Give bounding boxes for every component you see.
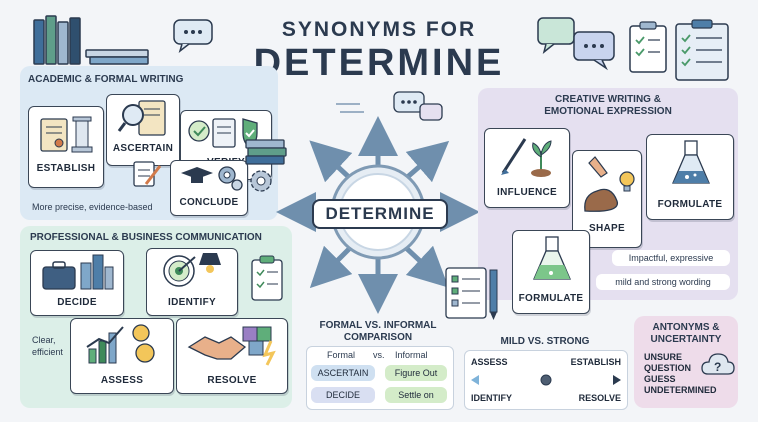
chat-bubbles-icon xyxy=(537,17,615,71)
formal-row-1: ASCERTAIN xyxy=(311,365,375,381)
card-identify[interactable]: IDENTIFY xyxy=(146,248,238,316)
professional-note-line1: Clear, xyxy=(32,335,56,345)
card-formulate-flask[interactable]: FORMULATE xyxy=(646,134,734,220)
scale-top-right: ESTABLISH xyxy=(570,357,621,367)
mild-strong-slider xyxy=(471,374,621,386)
sparkle-lines-icon xyxy=(336,103,364,113)
col-informal-header: Informal xyxy=(395,350,428,360)
creative-note-1: Impactful, expressive xyxy=(612,250,730,266)
gear-icon xyxy=(250,170,272,192)
svg-text:?: ? xyxy=(714,360,721,374)
formal-informal-heading-line1: FORMAL VS. INFORMAL xyxy=(319,320,437,331)
antonym-item: UNSURE xyxy=(644,352,683,362)
antonyms-heading: ANTONYMS & UNCERTAINTY xyxy=(634,322,738,346)
card-formulate-green[interactable]: FORMULATE xyxy=(512,230,590,314)
professional-note-line2: efficient xyxy=(32,347,63,357)
green-flask-icon xyxy=(533,236,571,280)
card-influence-label: INFLUENCE xyxy=(497,187,557,198)
card-ascertain-label: ASCERTAIN xyxy=(112,143,174,154)
col-vs: vs. xyxy=(373,350,385,360)
formal-informal-table: Formal vs. Informal ASCERTAIN Figure Out… xyxy=(306,346,454,410)
card-conclude-label: CONCLUDE xyxy=(179,197,239,208)
card-influence[interactable]: INFLUENCE xyxy=(484,128,570,208)
graduation-cap-gears-icon xyxy=(181,166,243,191)
informal-row-1: Figure Out xyxy=(385,365,447,381)
card-formulate-flask-label: FORMULATE xyxy=(657,199,723,210)
title-line-1: SYNONYMS FOR xyxy=(281,18,477,41)
professional-heading: PROFESSIONAL & BUSINESS COMMUNICATION xyxy=(30,232,262,243)
antonym-item: GUESS xyxy=(644,374,676,384)
checklist-clipboard-icon xyxy=(629,19,729,81)
card-assess[interactable]: ASSESS xyxy=(70,318,174,394)
antonym-item: QUESTION xyxy=(644,363,692,373)
book-stack-icon xyxy=(245,139,287,165)
creative-heading-line2: EMOTIONAL EXPRESSION xyxy=(544,106,672,117)
books-icon xyxy=(33,15,149,65)
target-lamp-icon xyxy=(163,253,221,287)
scale-bottom-right: RESOLVE xyxy=(578,393,621,403)
card-assess-label: ASSESS xyxy=(100,375,144,386)
scale-bottom-left: IDENTIFY xyxy=(471,393,513,403)
chat-bubble-icon xyxy=(393,91,443,121)
card-ascertain[interactable]: ASCERTAIN xyxy=(106,94,180,166)
card-establish-label: ESTABLISH xyxy=(36,163,96,174)
flask-icon xyxy=(672,140,710,184)
card-formulate-green-label: FORMULATE xyxy=(518,293,584,304)
scale-top-left: ASSESS xyxy=(471,357,508,367)
center-determine-label: DETERMINE xyxy=(312,199,448,229)
creative-heading: CREATIVE WRITING & EMOTIONAL EXPRESSION xyxy=(478,94,738,118)
card-decide[interactable]: DECIDE xyxy=(30,250,124,316)
creative-heading-line1: CREATIVE WRITING & xyxy=(555,94,661,105)
academic-note: More precise, evidence-based xyxy=(32,202,153,212)
informal-row-2: Settle on xyxy=(385,387,447,403)
question-cloud-icon: ? xyxy=(701,353,735,375)
formal-informal-heading: FORMAL VS. INFORMAL COMPARISON xyxy=(304,320,452,344)
clay-hand-bulb-icon xyxy=(584,156,635,212)
card-identify-label: IDENTIFY xyxy=(168,297,216,308)
clipboard-checklist-icon xyxy=(251,255,283,301)
antonym-item: UNDETERMINED xyxy=(644,385,717,395)
handshake-puzzle-icon xyxy=(187,326,276,366)
card-conclude[interactable]: CONCLUDE xyxy=(170,160,248,216)
antonyms-panel: ANTONYMS & UNCERTAINTY UNSURE QUESTION G… xyxy=(634,316,738,408)
card-resolve-label: RESOLVE xyxy=(207,375,257,386)
professional-note: Clear, efficient xyxy=(32,334,63,358)
creative-note-2: mild and strong wording xyxy=(596,274,730,290)
chart-coins-icon xyxy=(86,324,155,364)
card-establish[interactable]: ESTABLISH xyxy=(28,106,104,188)
card-decide-label: DECIDE xyxy=(57,297,97,308)
page-title: DETERMINE xyxy=(253,42,505,84)
mild-strong-scale: ASSESS ESTABLISH IDENTIFY RESOLVE xyxy=(464,350,628,410)
formal-row-2: DECIDE xyxy=(311,387,375,403)
diploma-pillar-icon xyxy=(40,116,93,153)
card-shape[interactable]: SHAPE xyxy=(572,150,642,248)
col-formal-header: Formal xyxy=(327,350,356,360)
magnifier-document-icon xyxy=(117,100,166,136)
antonyms-heading-line2: UNCERTAINTY xyxy=(650,334,722,345)
briefcase-buildings-icon xyxy=(42,254,114,290)
speech-bubble-icon xyxy=(173,19,213,54)
professional-panel: PROFESSIONAL & BUSINESS COMMUNICATION DE… xyxy=(20,226,292,408)
notepad-pencil-icon xyxy=(133,161,162,187)
card-shape-label: SHAPE xyxy=(589,223,625,234)
antonyms-heading-line1: ANTONYMS & xyxy=(652,322,720,333)
academic-panel: ACADEMIC & FORMAL WRITING ESTABLISH ASCE… xyxy=(20,66,278,220)
checklist-pen-icon xyxy=(445,267,498,320)
card-resolve[interactable]: RESOLVE xyxy=(176,318,288,394)
academic-heading: ACADEMIC & FORMAL WRITING xyxy=(28,74,184,85)
mild-strong-heading: MILD VS. STRONG xyxy=(500,336,590,347)
antonyms-list: UNSURE QUESTION GUESS UNDETERMINED xyxy=(644,352,717,396)
brush-sprout-icon xyxy=(501,138,552,177)
formal-informal-heading-line2: COMPARISON xyxy=(343,332,413,343)
